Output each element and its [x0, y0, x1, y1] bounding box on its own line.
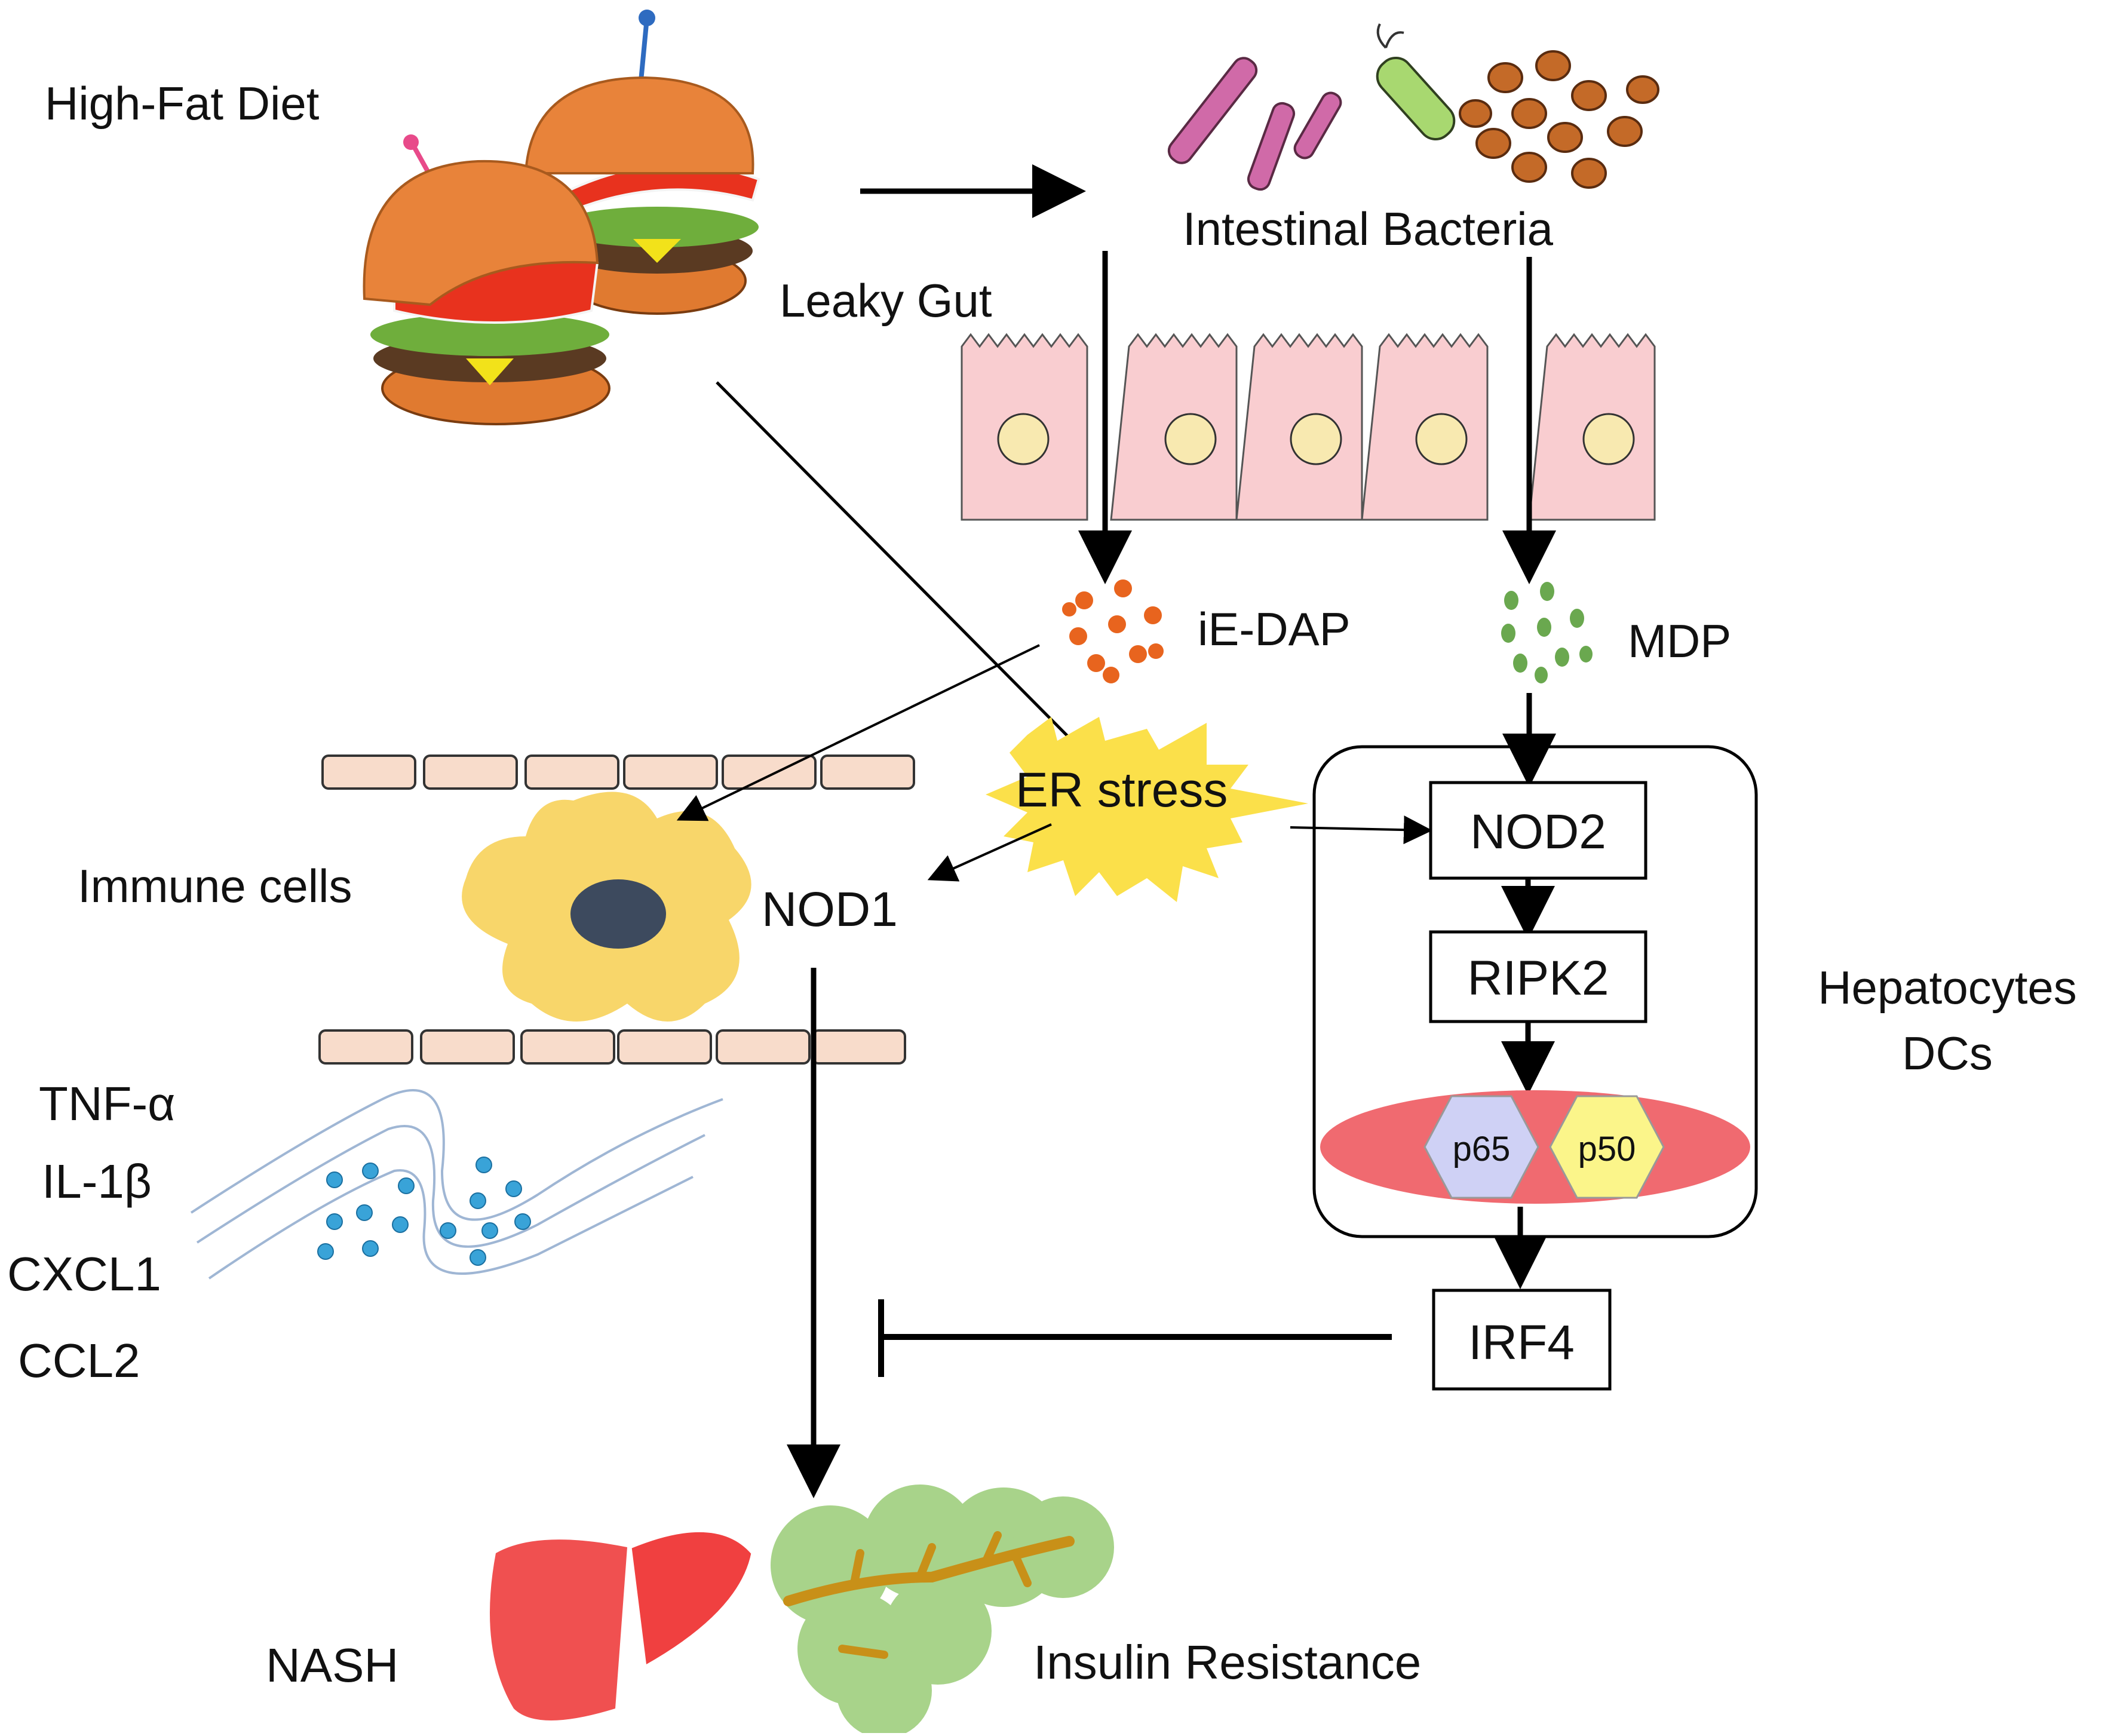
- pancreas-icon: [771, 1485, 1114, 1736]
- epithelial-cell: [1361, 333, 1489, 521]
- il-1beta-label: IL-1β: [42, 1155, 152, 1208]
- vessel-wall-bottom: [318, 1029, 906, 1065]
- irf4-label: IRF4: [1468, 1315, 1575, 1370]
- p65-hexagon: [1423, 1095, 1539, 1199]
- cocci-cluster: [1459, 50, 1659, 189]
- nash-label: NASH: [266, 1639, 398, 1692]
- immune-cell-icon: [462, 792, 751, 1022]
- immune-cells-label: Immune cells: [78, 860, 352, 912]
- insulin-resistance-label: Insulin Resistance: [1033, 1636, 1421, 1689]
- epithelial-cell: [1110, 333, 1238, 521]
- ie-dap-particles: [1062, 579, 1164, 683]
- mdp-particles: [1501, 582, 1593, 683]
- arrow-er-stress-to-nod2: [1290, 815, 1432, 845]
- epithelial-cell: [961, 333, 1088, 521]
- ccl2-label: CCL2: [18, 1334, 140, 1387]
- hamburger-icon: [363, 10, 760, 425]
- arrow-er-stress-to-nod1: [927, 823, 1052, 882]
- hepatocytes-label: Hepatocytes: [1818, 961, 2077, 1014]
- intestinal-bacteria-label: Intestinal Bacteria: [1183, 203, 1554, 255]
- burger-front: [363, 134, 610, 425]
- high-fat-diet-label: High-Fat Diet: [45, 77, 320, 130]
- line-diet-to-er-stress: [716, 381, 1076, 745]
- epithelial-cell: [1528, 333, 1656, 521]
- nod1-label: NOD1: [762, 882, 898, 937]
- er-stress-label: ER stress: [1015, 763, 1228, 817]
- cxcl1-label: CXCL1: [7, 1247, 161, 1301]
- arrow-ie-dap-to-immune-cell: [676, 644, 1040, 821]
- ripk2-box: [1429, 930, 1647, 1023]
- epithelial-cell: [1235, 333, 1363, 521]
- cytokine-particles: [317, 1157, 531, 1266]
- nod2-box: [1429, 781, 1647, 880]
- mdp-label: MDP: [1628, 615, 1731, 667]
- tnf-alpha-label: TNF-α: [39, 1077, 175, 1130]
- p65-label: p65: [1453, 1130, 1511, 1168]
- irf4-box: [1432, 1289, 1612, 1391]
- tissue-fibers: [190, 1089, 723, 1280]
- ie-dap-label: iE-DAP: [1198, 603, 1351, 655]
- ripk2-label: RIPK2: [1468, 951, 1609, 1005]
- nod2-label: NOD2: [1470, 805, 1606, 859]
- bacteria-icon: [1167, 23, 1659, 191]
- intestinal-epithelium: [961, 333, 1656, 521]
- leaky-gut-label: Leaky Gut: [780, 274, 992, 327]
- burger-back: [524, 10, 760, 315]
- er-stress-burst: [986, 717, 1308, 902]
- p50-label: p50: [1578, 1130, 1636, 1168]
- p50-hexagon: [1549, 1095, 1665, 1199]
- nfkb-complex: p65 p50: [1320, 1090, 1750, 1204]
- vessel-wall-top: [321, 754, 915, 790]
- liver-icon: [490, 1529, 754, 1720]
- dcs-label: DCs: [1902, 1027, 1993, 1079]
